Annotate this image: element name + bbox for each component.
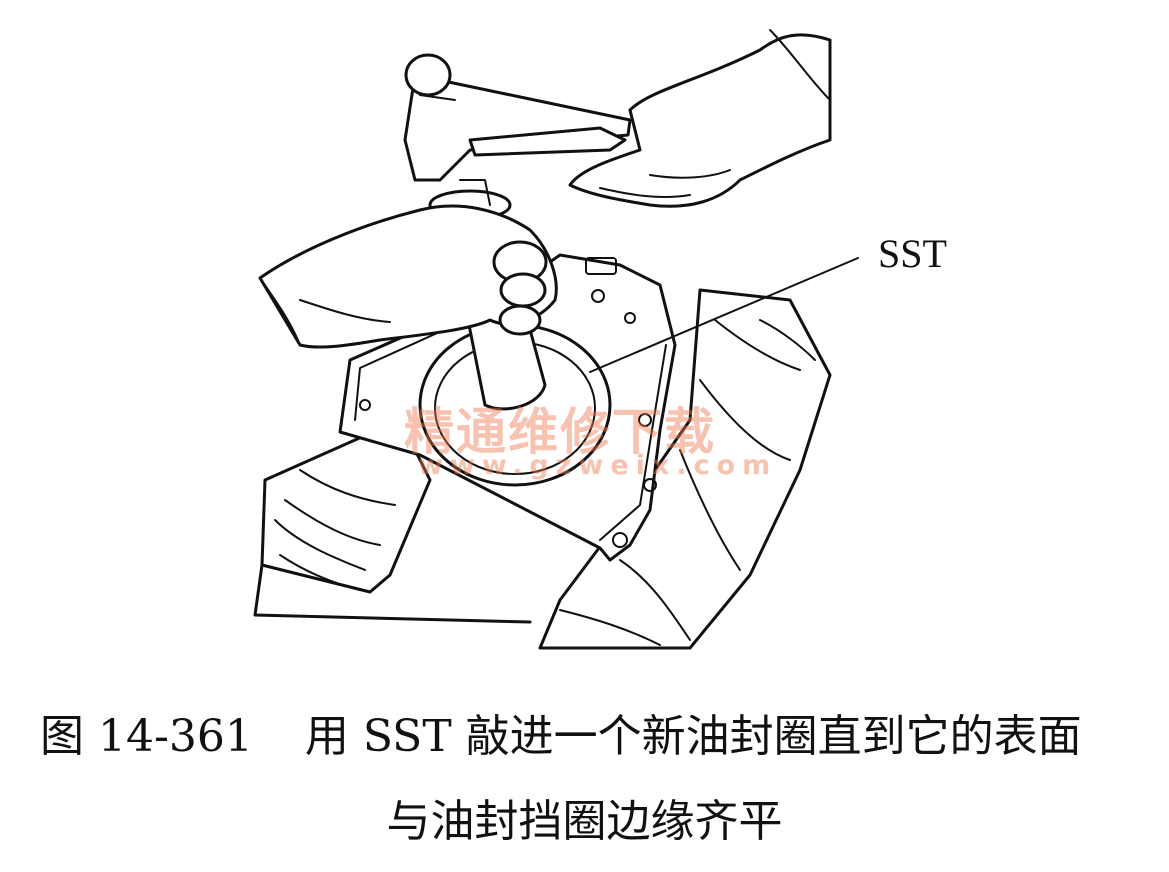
- figure-number: 图 14-361: [40, 711, 253, 762]
- sst-label: SST: [878, 231, 947, 276]
- figure-caption-line1: 图 14-361 用 SST 敲进一个新油封圈直到它的表面: [40, 700, 1150, 764]
- sst-leader-line: [589, 257, 859, 373]
- caption-text-line1: 用 SST 敲进一个新油封圈直到它的表面: [304, 711, 1082, 762]
- oil-seal-installation-illustration: [253, 29, 859, 650]
- right-hand: [568, 29, 832, 208]
- base-line: [253, 563, 532, 624]
- figure-caption-line2: 与油封挡圈边缘齐平: [386, 796, 783, 847]
- left-hand: [258, 204, 558, 349]
- hammer: [403, 53, 632, 182]
- watermark-text: 精通维修下载: [404, 403, 716, 461]
- watermark-url: www.gzweix.com: [418, 450, 778, 481]
